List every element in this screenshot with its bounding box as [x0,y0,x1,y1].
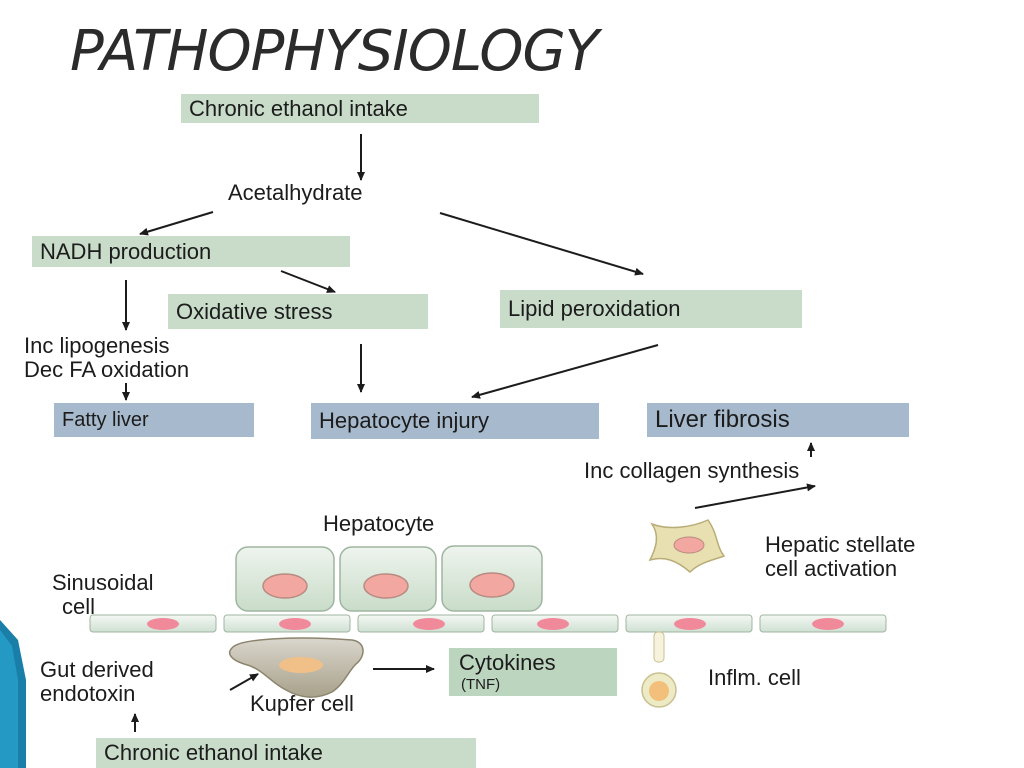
arrow-lipid-to-injury [471,344,659,399]
kupfer-cell-label: Kupfer cell [250,691,354,716]
arrow-stellate-to-collagen [694,483,816,509]
oxidative-stress-label: Oxidative stress [176,298,333,324]
inflm-cell-label: Inflm. cell [708,665,801,690]
hepatocyte-label: Hepatocyte [323,511,435,536]
liver-fibrosis-label: Liver fibrosis [655,406,790,433]
chronic-intake-top-box: Chronic ethanol intake [181,94,539,123]
slide-corner-accent [0,620,26,768]
arrow-acetal-to-lipid [439,212,644,276]
cytokines-box: Cytokines (TNF) [449,648,617,696]
arrow-acetal-to-nadh [139,211,214,236]
cytokines-label: Cytokines [459,650,556,675]
chronic-intake-bottom-label: Chronic ethanol intake [104,740,323,765]
chronic-intake-bottom-box: Chronic ethanol intake [96,738,476,768]
sinusoidal-label-line1: Sinusoidal [52,570,154,595]
stellate-label-line1: Hepatic stellate [765,532,916,557]
lipid-peroxidation-box: Lipid peroxidation [500,290,802,328]
nadh-box: NADH production [32,236,350,267]
hepatocyte-injury-label: Hepatocyte injury [319,408,489,433]
hepatocyte-cells [235,545,543,612]
stellate-label-line2: cell activation [765,556,898,581]
inc-lipogenesis-label: Inc lipogenesis [24,333,170,358]
hepatocyte-injury-box: Hepatocyte injury [311,403,599,439]
arrow-endotoxin-to-kupfer [229,673,259,691]
dec-fa-oxidation-label: Dec FA oxidation [24,357,190,382]
inc-collagen-label: Inc collagen synthesis [584,458,800,483]
fatty-liver-box: Fatty liver [54,403,254,437]
fatty-liver-label: Fatty liver [62,408,149,431]
stellate-cell [648,519,726,574]
liver-fibrosis-box: Liver fibrosis [647,403,909,437]
kupffer-cell [228,637,364,698]
tnf-label: (TNF) [461,676,501,693]
chronic-intake-top-label: Chronic ethanol intake [189,95,408,121]
acetalhydrate-label: Acetalhydrate [228,180,363,205]
gut-endotoxin-line1: Gut derived [40,657,154,682]
lipid-peroxidation-label: Lipid peroxidation [508,296,681,321]
inflammatory-cell [641,631,677,708]
gut-endotoxin-line2: endotoxin [40,681,136,706]
arrow-nadh-to-oxidative [280,270,336,293]
oxidative-stress-box: Oxidative stress [168,294,428,329]
sinusoidal-label-line2: cell [62,594,96,619]
sinusoidal-cells [89,614,887,633]
nadh-label: NADH production [40,238,212,264]
page-title: PATHOPHYSIOLOGY [70,19,599,84]
